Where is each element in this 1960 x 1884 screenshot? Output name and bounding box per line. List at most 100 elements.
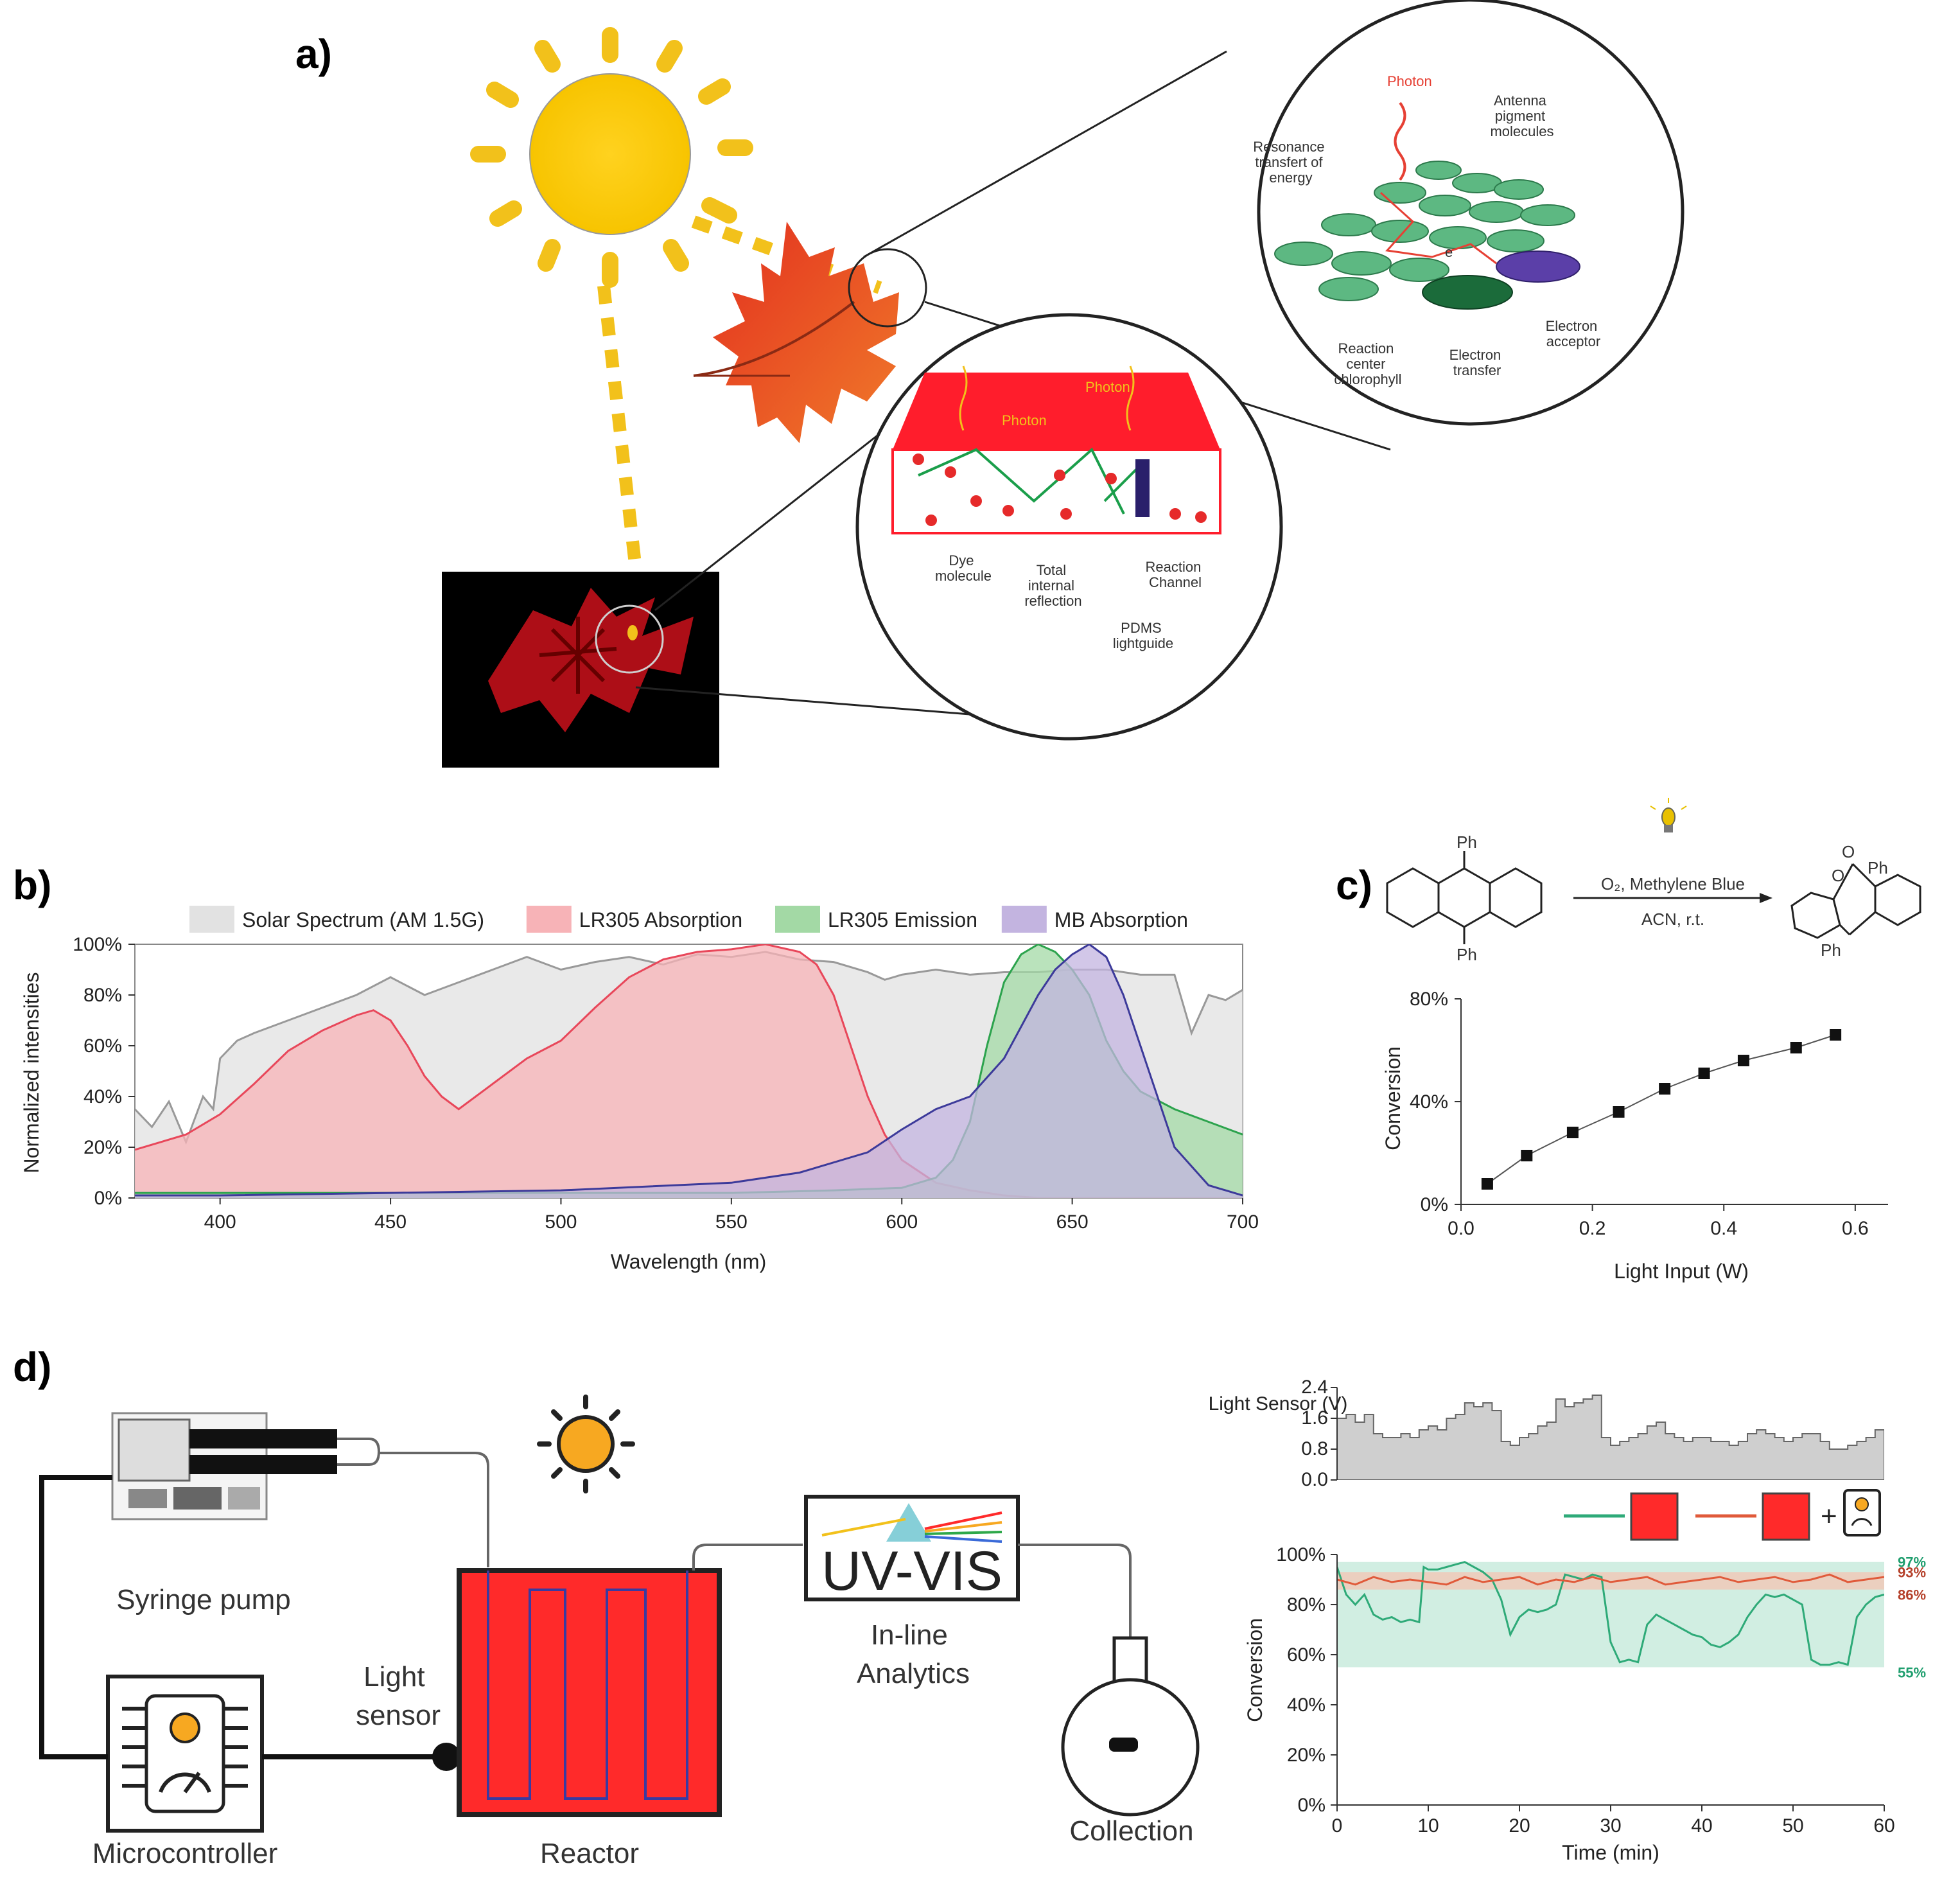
dye-label-2: molecule	[935, 568, 992, 584]
collection-flask-icon	[1061, 1636, 1200, 1817]
syringe-pump-icon	[111, 1412, 337, 1520]
photon-label: Photon	[1387, 73, 1432, 89]
legend-reactor-icon-2	[1762, 1492, 1810, 1541]
dc-ytick-label: 80%	[1287, 1594, 1326, 1615]
c-xtick-label: 0.0	[1448, 1218, 1474, 1239]
ds-ytick-label: 1.6	[1301, 1407, 1328, 1429]
svg-text:Total internal ref: Total internal reflection	[1024, 562, 1081, 609]
chart-d-ylabel: Conversion	[1243, 1618, 1266, 1722]
reaction-center-label-3: chlorophyll	[1334, 371, 1401, 387]
syringe-pump-label: Syringe pump	[116, 1584, 290, 1615]
antenna-label-3: molecules	[1490, 123, 1553, 139]
dc-ytick-label: 100%	[1276, 1544, 1326, 1565]
b-legend-swatch	[189, 906, 234, 933]
product-o1: O	[1842, 842, 1855, 861]
collection-label: Collection	[1069, 1815, 1193, 1847]
microcontroller-icon	[106, 1675, 264, 1833]
b-ytick-label: 60%	[83, 1035, 122, 1057]
electron-acceptor-label-1: Electron	[1546, 318, 1598, 334]
pdms-label-1: PDMS	[1121, 620, 1162, 636]
svg-text:Resonance transfert of: Resonance transfert of energy	[1253, 139, 1328, 186]
light-sensor-label-1: Light	[363, 1661, 424, 1693]
b-xtick-label: 400	[204, 1211, 236, 1233]
control-wire	[39, 1475, 112, 1759]
tir-label-1: Total	[1037, 562, 1066, 578]
reaction-scheme: Ph Ph O₂, Methylene Blue ACN, r.t. O O P…	[1386, 798, 1921, 964]
electron-transfer-label-2: transfer	[1453, 362, 1501, 378]
svg-text:Reaction Channel: Reaction Channel	[1146, 559, 1205, 590]
dc-xtick-label: 10	[1417, 1815, 1439, 1836]
dc-xtick-label: 60	[1873, 1815, 1894, 1836]
product-ph1: Ph	[1868, 858, 1888, 877]
b-legend-label: LR305 Absorption	[579, 908, 742, 931]
c-data-point	[1481, 1178, 1493, 1190]
spectrum-line-4	[135, 944, 1243, 1197]
c-ytick-label: 0%	[1421, 1194, 1448, 1215]
c-ytick-label: 40%	[1410, 1091, 1448, 1113]
b-ytick-label: 40%	[83, 1086, 122, 1107]
sun-icon-small	[537, 1395, 635, 1493]
b-legend-label: Solar Spectrum (AM 1.5G)	[242, 908, 484, 931]
dc-xtick-label: 30	[1600, 1815, 1621, 1836]
chart-d-xlabel: Time (min)	[1562, 1841, 1659, 1864]
ds-ytick-label: 0.0	[1301, 1469, 1328, 1490]
b-ytick-label: 100%	[73, 934, 122, 955]
inline-label-1: In-line	[871, 1619, 948, 1651]
antenna-label-1: Antenna	[1494, 92, 1547, 109]
c-xtick-label: 0.2	[1579, 1218, 1606, 1239]
b-xtick-label: 600	[886, 1211, 918, 1233]
pdms-label-2: lightguide	[1113, 635, 1173, 651]
reactant-ph-bottom: Ph	[1457, 945, 1477, 964]
uvvis-instrument: UV-VIS	[804, 1495, 1020, 1602]
tir-label-2: internal	[1028, 577, 1074, 594]
leaf-zoom-circle	[848, 248, 927, 328]
svg-text:In-line Analytics: In-line Analytics	[857, 1619, 970, 1689]
photon-label-right: Photon	[1085, 379, 1130, 395]
c-data-point	[1698, 1068, 1710, 1079]
dc-xtick-label: 40	[1691, 1815, 1712, 1836]
c-data-point	[1613, 1106, 1625, 1118]
svg-text:+: +	[1821, 1501, 1837, 1532]
spectrum-area-4	[135, 944, 1243, 1198]
legend-microcontroller-icon	[1843, 1489, 1881, 1536]
svg-text:Reaction center ch: Reaction center chlorophyll	[1334, 340, 1401, 387]
resonance-label-1: Resonance	[1253, 139, 1324, 155]
c-data-point	[1790, 1042, 1802, 1053]
b-xtick-label: 450	[374, 1211, 407, 1233]
b-xtick-label: 650	[1056, 1211, 1089, 1233]
microcontroller-label: Microcontroller	[92, 1838, 278, 1869]
dye-label-1: Dye	[949, 552, 974, 568]
lamp-icon	[1650, 798, 1687, 832]
endoperoxide-structure	[1790, 863, 1921, 939]
dc-band-label-low: 86%	[1898, 1587, 1926, 1603]
antenna-label-2: pigment	[1495, 108, 1545, 124]
reactor-label: Reactor	[540, 1838, 639, 1869]
svg-text:Light Sensor (V): Light Sensor (V)	[1209, 1393, 1348, 1414]
c-series-line	[1487, 1034, 1836, 1184]
electron-label: e	[1445, 244, 1453, 260]
svg-text:Electron transfer: Electron transfer	[1449, 347, 1505, 378]
reaction-conditions-top: O₂, Methylene Blue	[1601, 874, 1745, 894]
b-xtick-label: 550	[715, 1211, 748, 1233]
c-data-point	[1521, 1150, 1533, 1161]
electron-acceptor-label-2: acceptor	[1546, 333, 1600, 349]
dc-series-line-1	[1337, 1561, 1884, 1666]
chart-c-ylabel: Conversion	[1381, 1046, 1404, 1150]
svg-text:Electron acceptor: Electron acceptor	[1546, 318, 1602, 349]
dc-ytick-label: 20%	[1287, 1745, 1326, 1766]
channel-label-2: Channel	[1149, 574, 1202, 590]
svg-text:Light sensor: Light sensor	[356, 1661, 441, 1731]
b-ytick-label: 20%	[83, 1137, 122, 1158]
chart-light-sensor: 0.00.81.62.4 Light Sensor (V)	[1209, 1377, 1884, 1490]
b-ytick-label: 0%	[94, 1188, 122, 1209]
product-ph2: Ph	[1821, 940, 1841, 960]
maple-leaf	[693, 222, 899, 443]
sun-icon	[470, 27, 753, 288]
dc-xtick-label: 50	[1782, 1815, 1803, 1836]
c-ytick-label: 80%	[1410, 989, 1448, 1010]
dc-band-label-high: 93%	[1898, 1564, 1926, 1580]
b-legend-swatch	[775, 906, 820, 933]
b-legend-swatch	[1001, 906, 1047, 933]
